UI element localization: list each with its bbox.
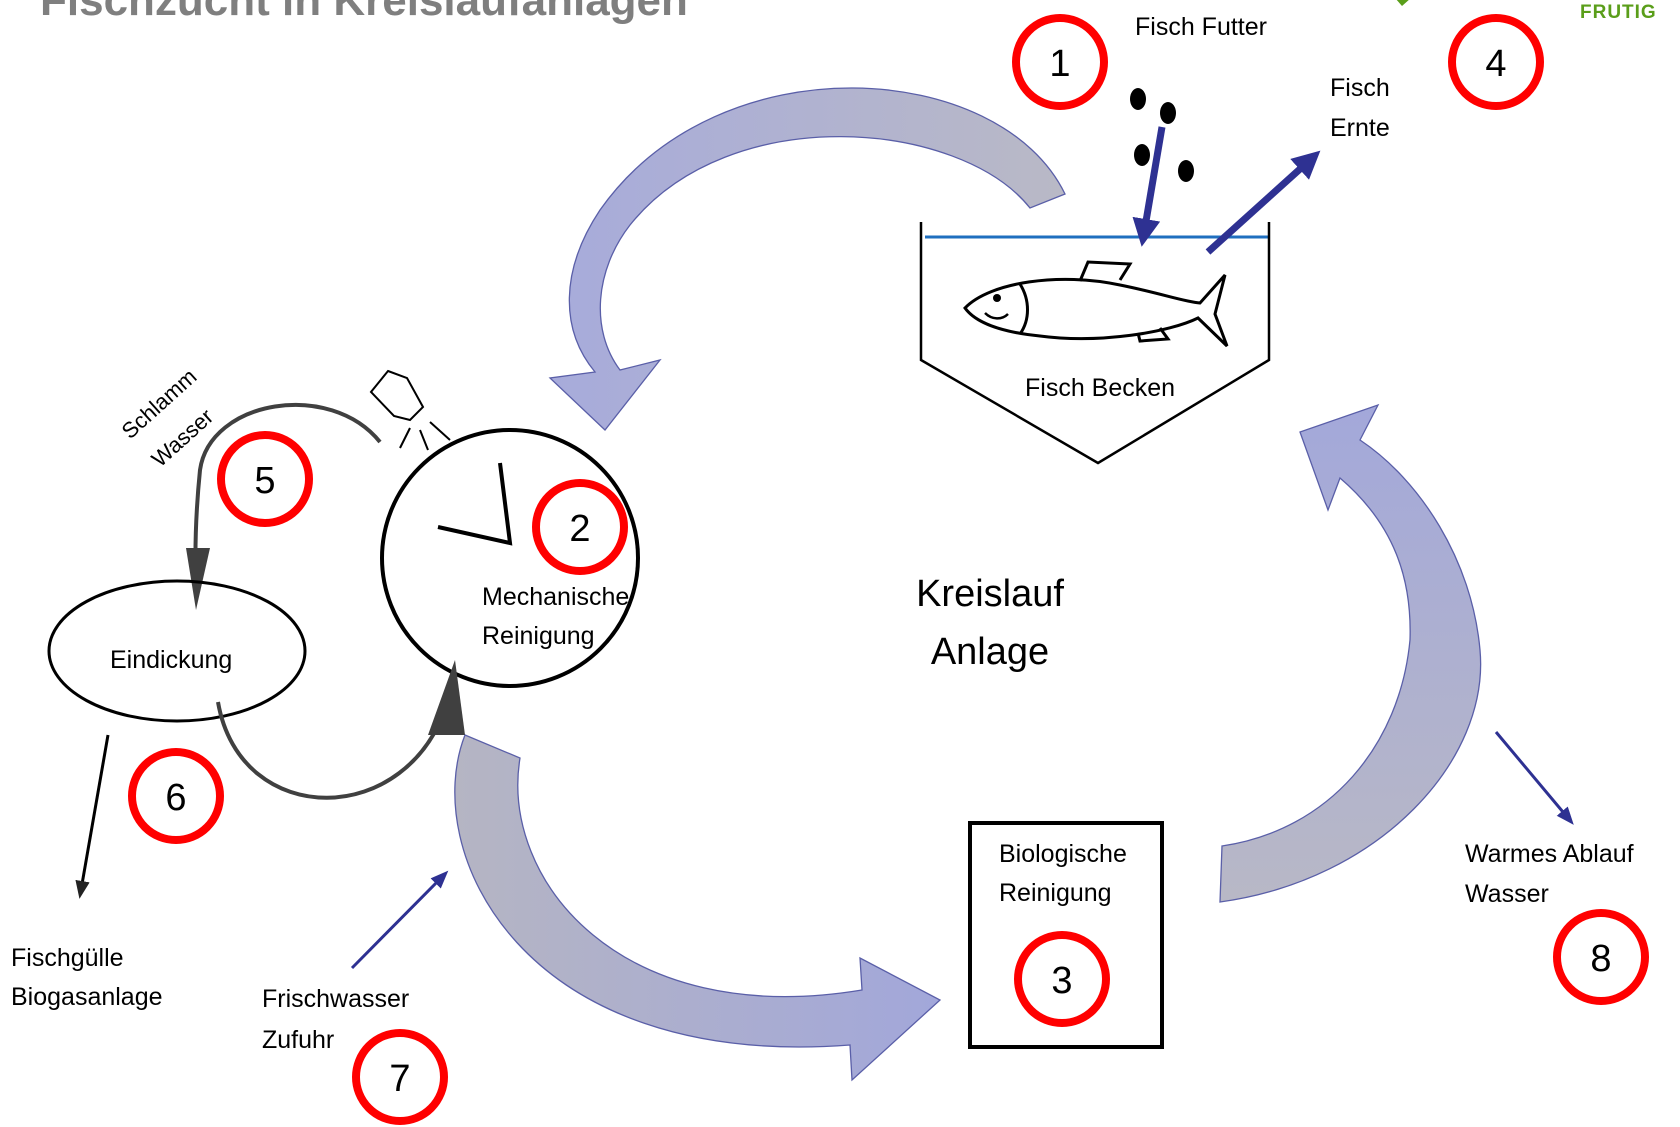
warm-water-label-line1: Warmes Ablauf: [1465, 840, 1634, 868]
svg-text:8: 8: [1590, 938, 1611, 980]
flow-arrow-mechanical-to-biological: [454, 734, 942, 1082]
step-marker-2: 2: [532, 479, 628, 575]
svg-text:6: 6: [165, 777, 186, 819]
brand-logo-text: FRUTIG: [1580, 2, 1657, 23]
mechanical-cleaning-unit: [380, 428, 640, 688]
svg-text:2: 2: [569, 508, 590, 550]
step-marker-4: 4: [1448, 14, 1544, 110]
warm-water-label-line2: Wasser: [1465, 880, 1549, 908]
step-marker-8: 8: [1553, 909, 1649, 1005]
biological-cleaning-unit: [968, 821, 1164, 1049]
spray-nozzle-icon: [369, 369, 425, 422]
spray-line: [399, 427, 411, 449]
fish-feed-label: Fisch Futter: [1135, 13, 1267, 41]
center-label-line2: Anlage: [931, 631, 1049, 673]
spray-line: [429, 421, 451, 441]
svg-text:1: 1: [1049, 43, 1070, 85]
svg-text:3: 3: [1051, 960, 1072, 1002]
page-title: Fischzucht in Kreislaufanlagen: [40, 0, 688, 25]
harvest-arrow: [1205, 150, 1321, 255]
step-marker-7: 7: [352, 1029, 448, 1125]
biological-label-line2: Reinigung: [999, 879, 1112, 907]
mechanical-label-line2: Reinigung: [482, 622, 595, 650]
drum-filter-blade: [437, 462, 513, 546]
fresh-water-arrow: [350, 870, 449, 970]
warm-water-arrow: [1494, 731, 1574, 825]
step-marker-1: 1: [1012, 14, 1108, 110]
fish-feed-pellets-icon: [1130, 88, 1194, 182]
harvest-label-line2: Ernte: [1330, 114, 1390, 142]
manure-label-line2: Biogasanlage: [11, 983, 163, 1011]
sludge-arrowhead: [186, 548, 210, 610]
step-marker-6: 6: [128, 748, 224, 844]
harvest-label-line1: Fisch: [1330, 74, 1390, 102]
fresh-water-label-line2: Zufuhr: [262, 1026, 334, 1054]
svg-text:7: 7: [389, 1058, 410, 1100]
spray-line: [419, 429, 429, 451]
fish-tank: [919, 222, 1271, 465]
manure-arrow: [75, 734, 110, 899]
mechanical-label-line1: Mechanische: [482, 583, 629, 611]
svg-text:4: 4: [1485, 43, 1506, 85]
return-arrowhead: [428, 660, 465, 735]
fish-tank-label: Fisch Becken: [1025, 374, 1175, 402]
feed-arrow: [1132, 126, 1166, 247]
step-marker-5: 5: [217, 431, 313, 527]
biological-label-line1: Biologische: [999, 840, 1127, 868]
return-water-line: [216, 699, 450, 800]
flow-arrow-biological-to-tank: [1219, 403, 1482, 903]
thickening-label: Eindickung: [110, 646, 232, 674]
svg-text:5: 5: [254, 460, 275, 502]
flow-arrow-tank-to-mechanical: [548, 87, 1066, 431]
fish-icon: [963, 260, 1229, 348]
fresh-water-label-line1: Frischwasser: [262, 985, 409, 1013]
center-label-line1: Kreislauf: [916, 573, 1064, 615]
fish-eye: [993, 294, 1001, 302]
manure-label-line1: Fischgülle: [11, 944, 124, 972]
thickening-unit: [47, 579, 307, 723]
step-marker-3: 3: [1014, 931, 1110, 1027]
brand-leaf-icon: [1396, 0, 1409, 6]
